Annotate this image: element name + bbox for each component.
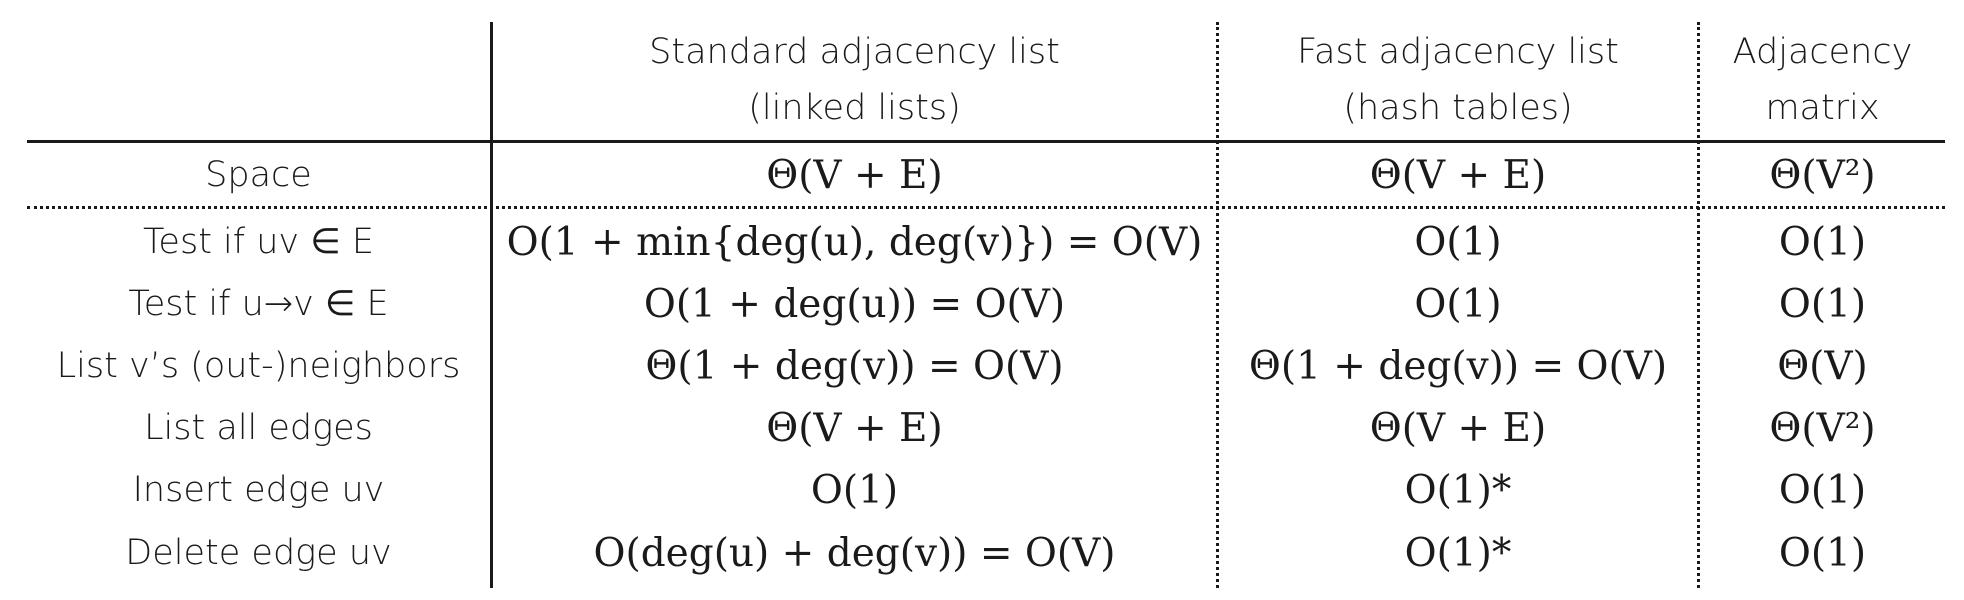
table-cell-standard: Θ(V + E)	[766, 405, 943, 451]
table-cell-matrix: O(1)	[1778, 281, 1867, 327]
table-cell-fast: O(1)	[1414, 281, 1502, 327]
column-header-line1: Fast adjacency list	[1297, 32, 1619, 72]
row-label: Test if u→v ∈ E	[128, 284, 389, 324]
column-header-line1: Adjacency	[1732, 32, 1913, 72]
table-cell-standard: O(1 + deg(u)) = O(V)	[643, 281, 1066, 327]
space-row-rule	[27, 206, 1945, 209]
table-cell-standard: Θ(V + E)	[766, 152, 943, 198]
column-divider-label	[490, 22, 493, 588]
table-cell-matrix: Θ(V²)	[1769, 152, 1876, 198]
table-cell-fast: Θ(1 + deg(v)) = O(V)	[1248, 343, 1668, 389]
row-label: Insert edge uv	[132, 470, 385, 510]
table-cell-matrix: Θ(V)	[1777, 343, 1868, 389]
table-cell-standard: O(1)	[810, 467, 899, 513]
table-cell-fast: O(1)*	[1404, 530, 1512, 576]
table-cell-standard: O(deg(u) + deg(v)) = O(V)	[593, 530, 1116, 576]
header-rule	[27, 140, 1945, 143]
table-cell-standard: Θ(1 + deg(v)) = O(V)	[645, 343, 1064, 389]
row-label: Delete edge uv	[125, 533, 392, 573]
row-label: Space	[205, 155, 312, 195]
column-header-fast: Fast adjacency list (hash tables)	[1219, 22, 1697, 138]
column-header-line2: matrix	[1765, 88, 1880, 128]
column-header-standard: Standard adjacency list (linked lists)	[493, 22, 1216, 138]
column-header-line2: (linked lists)	[748, 88, 961, 128]
table-cell-matrix: O(1)	[1778, 530, 1867, 576]
table-cell-fast: Θ(V + E)	[1369, 152, 1547, 198]
table-cell-matrix: Θ(V²)	[1769, 405, 1876, 451]
column-header-line1: Standard adjacency list	[649, 32, 1060, 72]
table-cell-standard: O(1 + min{deg(u), deg(v)}) = O(V)	[506, 219, 1203, 265]
column-header-matrix: Adjacency matrix	[1700, 22, 1945, 138]
table-cell-matrix: O(1)	[1778, 219, 1867, 265]
table-cell-matrix: O(1)	[1778, 467, 1867, 513]
row-label: List v’s (out-)neighbors	[56, 346, 461, 386]
row-label: Test if uv ∈ E	[143, 222, 374, 262]
table-cell-fast: O(1)	[1414, 219, 1502, 265]
table-cell-fast: Θ(V + E)	[1369, 405, 1547, 451]
table-cell-fast: O(1)*	[1404, 467, 1512, 513]
column-divider-fast	[1697, 22, 1700, 588]
row-label: List all edges	[144, 408, 373, 448]
column-divider-standard	[1216, 22, 1219, 588]
column-header-line2: (hash tables)	[1343, 88, 1573, 128]
